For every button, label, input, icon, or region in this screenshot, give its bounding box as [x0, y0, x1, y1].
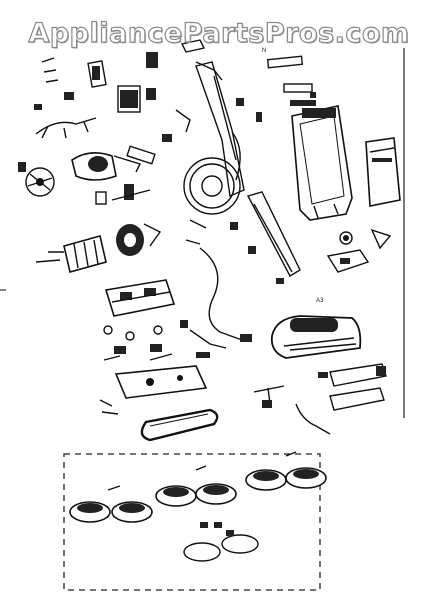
polishing-pads — [183, 522, 259, 562]
base-chassis — [104, 279, 176, 317]
outer-bag — [291, 105, 353, 221]
motor-housing — [71, 145, 156, 181]
bag-collar-parts — [326, 228, 392, 273]
caption-top-small: N — [262, 48, 267, 54]
fan-wheel — [18, 162, 55, 197]
handle-top-part — [146, 39, 223, 81]
power-cord-plug — [189, 247, 252, 349]
optional-parts-box — [63, 453, 321, 591]
handle-grip — [34, 104, 97, 139]
crevice-tools — [295, 363, 387, 435]
switch-parts — [41, 57, 156, 113]
floor-brushes — [69, 451, 327, 523]
motor-brushes — [95, 184, 151, 205]
center-hardware — [162, 98, 284, 284]
drive-belt — [140, 408, 219, 442]
upper-handle-tube — [195, 61, 245, 198]
power-cord-coil — [183, 131, 241, 215]
top-right-small-parts — [266, 55, 316, 106]
power-nozzle — [270, 315, 362, 359]
caption-assembly-label: A3 — [316, 298, 324, 304]
fasteners-cluster — [103, 320, 210, 361]
motor-assembly — [35, 223, 162, 273]
t-connector — [253, 385, 285, 408]
bottom-plate — [99, 365, 208, 415]
bag-refill-pack — [365, 137, 401, 207]
lower-handle-tube — [246, 191, 301, 277]
